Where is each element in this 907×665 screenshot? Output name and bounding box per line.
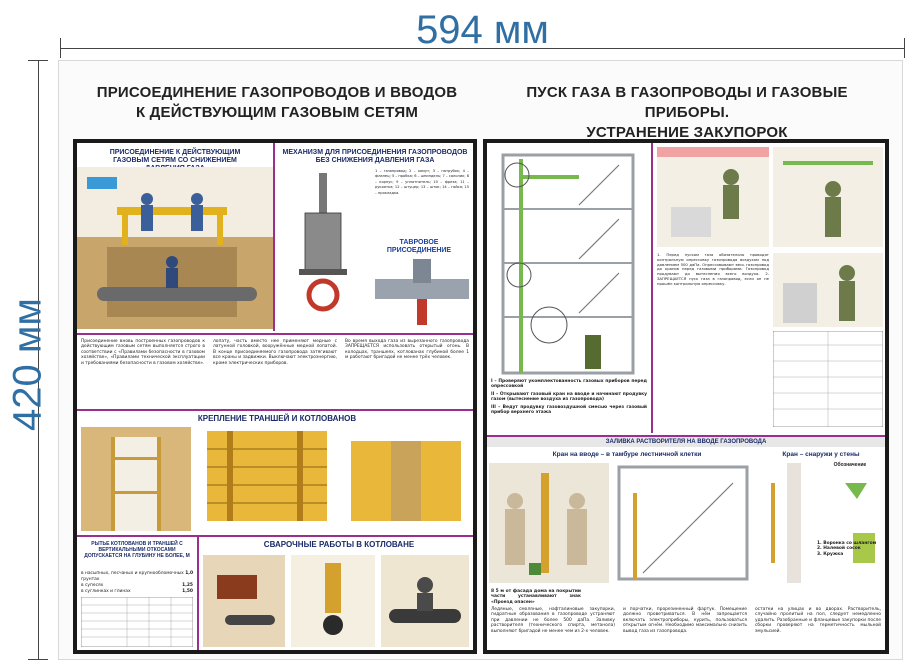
slopes-heading: РЫТЬЕ КОТЛОВАНОВ И ТРАНШЕЙ С ВЕРТИКАЛЬНЫ… bbox=[84, 541, 190, 559]
trench-heading: КРЕПЛЕНИЕ ТРАНШЕЙ И КОТЛОВАНОВ bbox=[197, 414, 357, 423]
height-label: 420 мм bbox=[5, 298, 50, 431]
step-3: III – Ведут продувку газовоздушной смесь… bbox=[491, 404, 647, 416]
width-dimension: 594 мм bbox=[60, 0, 905, 60]
mechanism-legend: 1 – газопровод; 2 – хомут; 3 – патрубок;… bbox=[375, 169, 469, 195]
width-tick-right bbox=[904, 38, 905, 58]
excavation-illustration bbox=[77, 167, 273, 329]
legend-item-1: 1. Воронка со шлангом bbox=[817, 541, 877, 546]
mechanism-section: МЕХАНИЗМ ДЛЯ ПРИСОЕДИНЕНИЯ ГАЗОПРОВОДОВ … bbox=[273, 143, 473, 331]
left-text-block-3: Во время выхода газа из вырезанного газо… bbox=[345, 339, 469, 361]
right-title-line2: УСТРАНЕНИЕ ЗАКУПОРОК bbox=[586, 124, 788, 141]
slopes-list: в насыпных, песчаных и крупнообломочных … bbox=[81, 571, 193, 595]
right-title-line1: ПУСК ГАЗА В ГАЗОПРОВОДЫ И ГАЗОВЫЕ ПРИБОР… bbox=[526, 84, 848, 121]
step-2: II – Открывают газовый кран на вводе и н… bbox=[491, 391, 647, 403]
trench-section: КРЕПЛЕНИЕ ТРАНШЕЙ И КОТЛОВАНОВ bbox=[77, 409, 473, 535]
gas-start-steps: I – Проверяют укомплектованность газовых… bbox=[491, 379, 647, 415]
tee-connection-drawing bbox=[375, 259, 469, 325]
legend-item-3: 3. Кружка bbox=[817, 551, 844, 557]
outdoor-inlet-diagram bbox=[757, 463, 881, 583]
tee-connection-label: ТАВРОВОЕ ПРИСОЕДИНЕНИЕ bbox=[386, 239, 452, 254]
right-text-block-2: и порчатки, прорезиненный фартук. Помеще… bbox=[623, 607, 747, 634]
purge-instructions: 1. Перед пуском газа обязательно проводя… bbox=[657, 252, 769, 286]
welder-drawing bbox=[381, 555, 469, 647]
gas-start-building-section: I – Проверяют укомплектованность газовых… bbox=[487, 143, 651, 433]
right-text-row: 8 5 м от фасада дома на покрытии части у… bbox=[487, 587, 885, 650]
trench-cross-section bbox=[81, 427, 191, 531]
plug-right-caption: Кран – снаружи у стены bbox=[782, 451, 860, 458]
width-label: 594 мм bbox=[416, 8, 549, 52]
stairwell-inlet-diagram bbox=[613, 463, 753, 583]
shield-shoring-drawing bbox=[343, 431, 469, 531]
welding-heading: СВАРОЧНЫЕ РАБОТЫ В КОТЛОВАНЕ bbox=[263, 540, 415, 549]
valve-opening-illustration bbox=[773, 147, 883, 247]
left-text-block-1: Присоединение вновь построенных газопров… bbox=[81, 339, 205, 366]
mechanism-heading: МЕХАНИЗМ ДЛЯ ПРИСОЕДИНЕНИЯ ГАЗОПРОВОДОВ … bbox=[282, 149, 468, 164]
welding-pipe-drawing bbox=[291, 555, 375, 647]
left-poster-content: ПРИСОЕДИНЕНИЕ К ДЕЙСТВУЮЩИМ ГАЗОВЫМ СЕТЯ… bbox=[77, 143, 473, 650]
solvent-plug-section: ЗАЛИВКА РАСТВОРИТЕЛЯ НА ВВОДЕ ГАЗОПРОВОД… bbox=[487, 435, 885, 587]
width-dimension-line bbox=[60, 48, 905, 49]
left-poster-title: ПРИСОЕДИНЕНИЕ ГАЗОПРОВОДОВ И ВВОДОВ К ДЕ… bbox=[77, 83, 477, 123]
left-text-block-2: лопату, часть вместо нее применяют медны… bbox=[213, 339, 337, 366]
height-tick-top bbox=[28, 60, 48, 61]
plug-left-caption: Кран на вводе – в тамбуре лестничной кле… bbox=[552, 451, 702, 458]
solvent-heading: ЗАЛИВКА РАСТВОРИТЕЛЯ НА ВВОДЕ ГАЗОПРОВОД… bbox=[605, 439, 767, 445]
width-tick-left bbox=[60, 38, 61, 58]
right-poster-title: ПУСК ГАЗА В ГАЗОПРОВОДЫ И ГАЗОВЫЕ ПРИБОР… bbox=[487, 83, 887, 143]
reduced-pressure-section: ПРИСОЕДИНЕНИЕ К ДЕЙСТВУЮЩИМ ГАЗОВЫМ СЕТЯ… bbox=[77, 143, 273, 331]
trench-shoring-drawing bbox=[197, 431, 337, 531]
legend-item-2: 2. Налевой сосок bbox=[817, 546, 861, 552]
building-risers-diagram bbox=[489, 145, 649, 377]
slopes-table-graphic bbox=[81, 597, 193, 647]
mechanism-drawing bbox=[281, 169, 371, 327]
gas-appliances-section: 1. Перед пуском газа обязательно проводя… bbox=[651, 143, 885, 433]
left-title-line2: К ДЕЙСТВУЮЩИМ ГАЗОВЫМ СЕТЯМ bbox=[135, 104, 419, 121]
slope-row-sand: в насыпных, песчаных и крупнообломочных … bbox=[81, 571, 193, 582]
solvent-heading-bar: ЗАЛИВКА РАСТВОРИТЕЛЯ НА ВВОДЕ ГАЗОПРОВОД… bbox=[487, 437, 885, 447]
right-poster-panel: I – Проверяют укомплектованность газовых… bbox=[483, 139, 889, 654]
warning-sign-note: 8 5 м от фасада дома на покрытии части у… bbox=[491, 589, 581, 605]
poster-sheet: ПРИСОЕДИНЕНИЕ ГАЗОПРОВОДОВ И ВВОДОВ К ДЕ… bbox=[58, 60, 903, 660]
left-title-line1: ПРИСОЕДИНЕНИЕ ГАЗОПРОВОДОВ И ВВОДОВ bbox=[96, 84, 458, 101]
slopes-section: РЫТЬЕ КОТЛОВАНОВ И ТРАНШЕЙ С ВЕРТИКАЛЬНЫ… bbox=[77, 535, 197, 650]
funnel-legend: 1. Воронка со шлангом 2. Налевой сосок 3… bbox=[817, 541, 883, 557]
height-dimension-line bbox=[38, 60, 39, 660]
welding-section: СВАРОЧНЫЕ РАБОТЫ В КОТЛОВАНЕ bbox=[197, 535, 473, 650]
right-text-block-3: остатки на улицах и во дворах. Растворит… bbox=[755, 607, 881, 634]
left-text-row: Присоединение вновь построенных газопров… bbox=[77, 333, 473, 409]
right-text-block-1: Ледяные, смоляные, нафталиновые закупорк… bbox=[491, 607, 615, 634]
height-tick-bottom bbox=[28, 659, 48, 660]
worker-at-stove-illustration bbox=[773, 253, 883, 327]
workers-at-inlet-illustration bbox=[489, 463, 609, 583]
right-poster-content: I – Проверяют укомплектованность газовых… bbox=[487, 143, 885, 650]
funnel-caption: Обозначение bbox=[833, 462, 867, 468]
meter-check-illustration bbox=[657, 147, 769, 247]
welding-equipment-drawing bbox=[203, 555, 285, 647]
step-1: I – Проверяют укомплектованность газовых… bbox=[491, 379, 647, 390]
pressure-table-graphic bbox=[773, 331, 883, 427]
height-dimension: 420 мм bbox=[0, 60, 55, 660]
left-poster-panel: ПРИСОЕДИНЕНИЕ К ДЕЙСТВУЮЩИМ ГАЗОВЫМ СЕТЯ… bbox=[73, 139, 477, 654]
